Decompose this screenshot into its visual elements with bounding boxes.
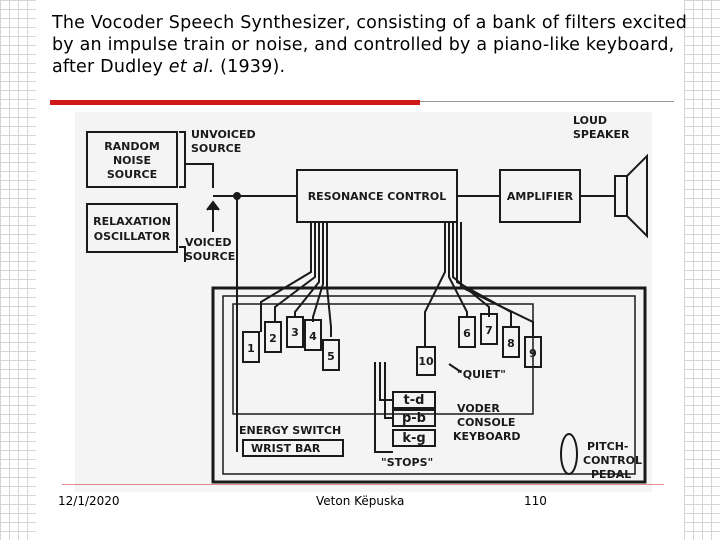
title-underline (50, 100, 420, 105)
random-label-2: NOISE (113, 154, 151, 167)
quiet-label: "QUIET" (457, 368, 506, 381)
right-grid-decoration (684, 0, 720, 540)
title-italic: et al. (168, 57, 215, 77)
stops-label: "STOPS" (381, 456, 433, 469)
title-text: The Vocoder Speech Synthesizer, consisti… (52, 13, 693, 77)
speaker-label-1: LOUD (573, 114, 607, 127)
unvoiced-label-1: UNVOICED (191, 128, 256, 141)
voiced-label-2: SOURCE (185, 250, 235, 263)
title-underline-thin (420, 101, 674, 102)
key-6: 6 (463, 327, 471, 340)
pitch-label-2: CONTROL (583, 454, 642, 467)
pitch-label-1: PITCH- (587, 440, 629, 453)
random-label-1: RANDOM (104, 140, 160, 153)
footer-date: 12/1/2020 (58, 494, 120, 508)
key-9: 9 (529, 347, 537, 360)
speaker-label-2: SPEAKER (573, 128, 630, 141)
stop-td: t-d (404, 393, 425, 408)
key-3: 3 (291, 326, 299, 339)
relaxation-box (86, 203, 178, 253)
footer-author: Veton Këpuska (316, 494, 405, 508)
voder-label-2: CONSOLE (457, 416, 515, 429)
footer-divider (62, 484, 664, 485)
key-5: 5 (327, 350, 335, 363)
stop-pb: p-b (402, 411, 426, 426)
pitch-label-3: PEDAL (591, 468, 631, 481)
voder-label-3: KEYBOARD (453, 430, 521, 443)
stop-kg: k-g (402, 431, 425, 446)
voder-label-1: VODER (457, 402, 500, 415)
key-7: 7 (485, 324, 493, 337)
key-1: 1 (247, 342, 255, 355)
amplifier-label: AMPLIFIER (507, 190, 574, 203)
key-8: 8 (507, 337, 515, 350)
random-label-3: SOURCE (107, 168, 157, 181)
energy-switch-label: ENERGY SWITCH (239, 424, 341, 437)
random-noise-box (86, 131, 178, 188)
relax-label-2: OSCILLATOR (94, 230, 171, 243)
title-year: (1939). (214, 57, 286, 77)
wrist-bar-label: WRIST BAR (251, 442, 321, 455)
resonance-label: RESONANCE CONTROL (308, 190, 447, 203)
voiced-label-1: VOICED (185, 236, 231, 249)
left-grid-decoration (0, 0, 36, 540)
relax-label-1: RELAXATION (93, 215, 171, 228)
vocoder-diagram: RANDOM NOISE SOURCE RELAXATION OSCILLATO… (75, 112, 652, 492)
key-2: 2 (269, 332, 277, 345)
unvoiced-label-2: SOURCE (191, 142, 241, 155)
key-10: 10 (418, 355, 434, 368)
slide-title: The Vocoder Speech Synthesizer, consisti… (52, 12, 692, 78)
key-4: 4 (309, 330, 317, 343)
footer-page-number: 110 (524, 494, 547, 508)
